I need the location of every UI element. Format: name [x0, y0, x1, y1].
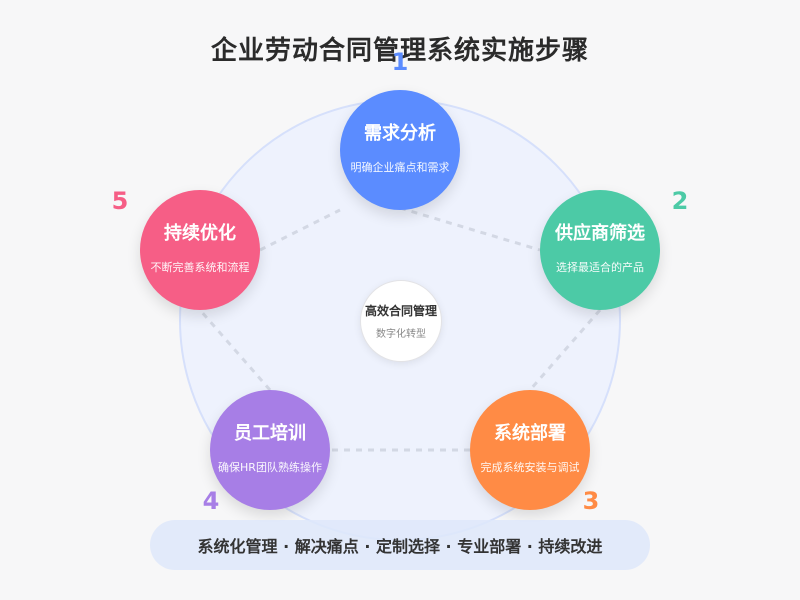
summary-banner: 系统化管理 · 解决痛点 · 定制选择 · 专业部署 · 持续改进 — [150, 520, 650, 570]
step-title: 供应商筛选 — [555, 223, 645, 244]
step-node-deployment: 系统部署 完成系统安装与调试 — [470, 390, 590, 510]
step-title: 需求分析 — [364, 123, 436, 144]
step-desc: 不断完善系统和流程 — [150, 261, 250, 274]
center-subtitle: 数字化转型 — [376, 329, 426, 340]
center-title: 高效合同管理 — [364, 304, 437, 318]
step-desc: 明确企业痛点和需求 — [350, 161, 450, 174]
step-number-1: 1 — [391, 48, 409, 76]
page-title: 企业劳动合同管理系统实施步骤 — [210, 36, 589, 66]
step-title: 系统部署 — [494, 423, 566, 444]
step-node-training: 员工培训 确保HR团队熟练操作 — [210, 390, 330, 510]
step-number-5: 5 — [111, 187, 129, 215]
step-node-requirements: 需求分析 明确企业痛点和需求 — [340, 90, 460, 210]
connector-1-2 — [399, 206, 541, 252]
step-desc: 选择最适合的产品 — [556, 261, 644, 274]
connector-2-3 — [528, 309, 602, 391]
step-title: 持续优化 — [164, 223, 236, 244]
step-title: 员工培训 — [234, 423, 306, 444]
step-number-2: 2 — [671, 187, 689, 215]
step-node-vendor-selection: 供应商筛选 选择最适合的产品 — [540, 190, 660, 310]
connector-4-5 — [198, 309, 272, 391]
connector-5-1 — [259, 208, 341, 252]
step-node-optimization: 持续优化 不断完善系统和流程 — [140, 190, 260, 310]
step-desc: 确保HR团队熟练操作 — [218, 461, 322, 474]
step-number-4: 4 — [202, 487, 220, 515]
step-number-3: 3 — [582, 487, 600, 515]
step-desc: 完成系统安装与调试 — [480, 461, 580, 474]
center-hub: 高效合同管理 数字化转型 — [360, 280, 442, 362]
